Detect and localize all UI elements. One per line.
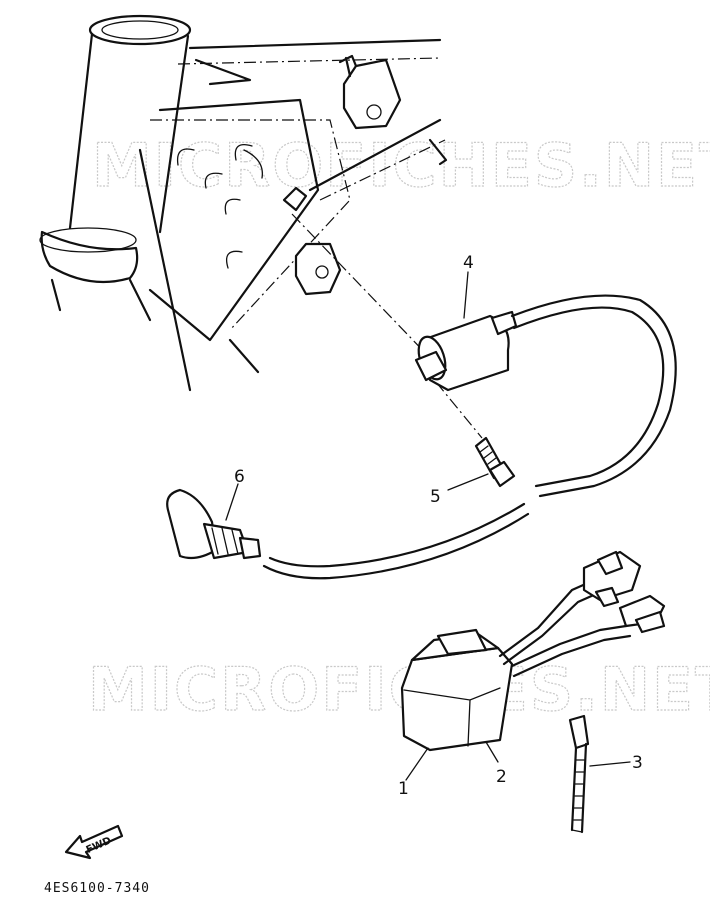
assembly-line-coil [291, 213, 433, 361]
spark-plug-cap [166, 488, 262, 560]
ignition-coil [414, 310, 518, 392]
callout-3: 3 [632, 753, 643, 773]
diagram-code: 4ES6100-7340 [44, 881, 150, 896]
leader-line-4 [463, 271, 469, 319]
leader-line-6 [225, 483, 239, 521]
callout-2: 2 [496, 767, 507, 787]
leader-line-5 [447, 473, 489, 491]
callout-6: 6 [234, 467, 245, 487]
high-tension-lead [262, 294, 677, 580]
leader-line-1 [405, 747, 429, 781]
callout-1: 1 [398, 779, 409, 799]
coil-mount-bolt [474, 436, 516, 488]
frame-mount-bracket-lower [282, 186, 342, 296]
cable-tie [568, 714, 590, 834]
watermark-bottom: MICROFICHES.NET [88, 655, 710, 725]
cdi-wire-harness [498, 550, 666, 678]
frame-mount-bracket-upper [338, 54, 402, 130]
callout-4: 4 [463, 253, 474, 273]
assembly-line-bolt [435, 381, 483, 439]
frame-head-pipe [39, 14, 192, 322]
forward-direction-arrow-icon: FWD [64, 824, 124, 860]
frame-gusset [138, 38, 448, 392]
leader-line-3 [589, 761, 631, 767]
callout-5: 5 [430, 487, 441, 507]
cdi-unit [400, 628, 514, 752]
leader-line-2 [485, 741, 499, 763]
